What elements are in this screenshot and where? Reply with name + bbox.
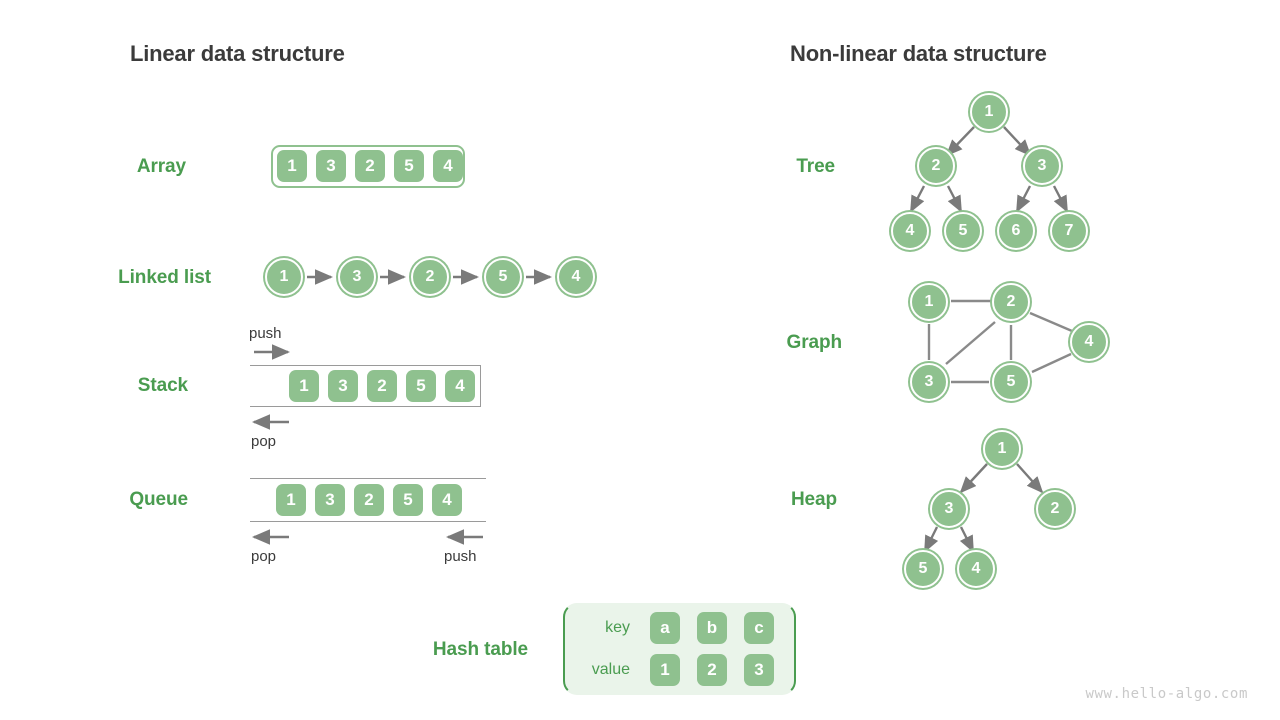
array-cell: 3 [316,150,346,182]
linear-section-title: Linear data structure [130,41,345,66]
tree-node: 6 [997,212,1035,250]
linked-list-node: 3 [338,258,376,296]
heap-node: 2 [1036,490,1074,528]
stack-pop-caption: pop [251,433,277,450]
queue-bottom-border [250,521,486,522]
queue-top-border [250,478,486,479]
stack-cell: 4 [445,370,475,402]
hash-table-label: Hash table [432,639,528,660]
hash-key-cell: c [744,612,774,644]
hash-value-row-label: value [591,661,630,678]
hash-value-cell: 1 [650,654,680,686]
linked-list-node: 1 [265,258,303,296]
stack-frame [250,365,481,407]
nonlinear-section-title: Non-linear data structure [790,41,1047,66]
queue-cell: 3 [315,484,345,516]
array-label: Array [136,156,186,177]
queue-cell: 2 [354,484,384,516]
linked-list-node: 5 [484,258,522,296]
hash-value-cell: 2 [697,654,727,686]
graph-node: 5 [992,363,1030,401]
hash-key-row-label: key [605,619,630,636]
tree-node: 5 [944,212,982,250]
tree-node: 2 [917,147,955,185]
queue-cell: 4 [432,484,462,516]
heap-node: 1 [983,430,1021,468]
tree-node: 3 [1023,147,1061,185]
graph-node: 3 [910,363,948,401]
queue-label: Queue [129,489,188,510]
stack-cell: 2 [367,370,397,402]
queue-cell: 5 [393,484,423,516]
hash-key-cell: b [697,612,727,644]
stack-cell: 5 [406,370,436,402]
array-cell: 4 [433,150,463,182]
heap-label: Heap [790,489,837,510]
graph-node: 4 [1070,323,1108,361]
stack-cell: 1 [289,370,319,402]
watermark: www.hello-algo.com [1085,686,1248,702]
queue-push-caption: push [444,548,477,565]
linked-list-label: Linked list [118,267,211,288]
queue-cell: 1 [276,484,306,516]
graph-node: 2 [992,283,1030,321]
heap-node: 4 [957,550,995,588]
queue-pop-caption: pop [251,548,277,565]
tree-node: 4 [891,212,929,250]
hash-value-cell: 3 [744,654,774,686]
hash-key-cell: a [650,612,680,644]
stack-cell: 3 [328,370,358,402]
graph-node: 1 [910,283,948,321]
linked-list-node: 4 [557,258,595,296]
linked-list-node: 2 [411,258,449,296]
heap-node: 3 [930,490,968,528]
stack-push-caption: push [249,325,282,342]
tree-label: Tree [796,156,835,177]
heap-node: 5 [904,550,942,588]
graph-label: Graph [786,332,843,353]
tree-node: 7 [1050,212,1088,250]
array-frame [271,145,465,188]
array-cell: 5 [394,150,424,182]
array-cell: 1 [277,150,307,182]
tree-node: 1 [970,93,1008,131]
stack-label: Stack [137,375,188,396]
array-cell: 2 [355,150,385,182]
